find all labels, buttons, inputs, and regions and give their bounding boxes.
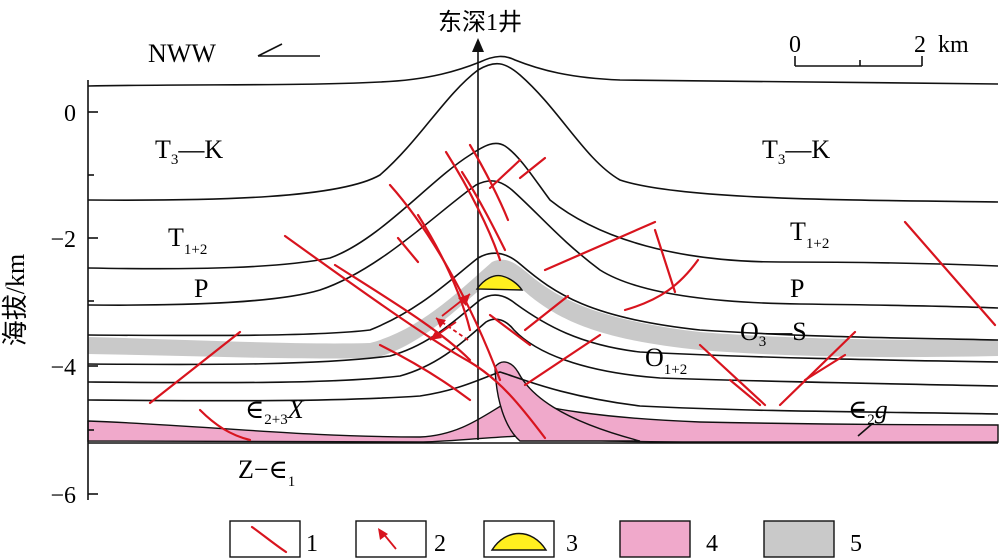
legend-num-2: 2 (434, 531, 446, 557)
horizon-t12-top (87, 142, 999, 270)
label-t3k-left: T3—K (155, 135, 223, 168)
legend-arrow-icon (378, 528, 388, 540)
label-e2g: ∈2g (848, 395, 888, 428)
yellow-gas-body (475, 274, 524, 291)
horizon-e-top (87, 371, 999, 415)
grey-marker-layer (88, 259, 998, 359)
label-t3k-right: T3—K (762, 135, 830, 168)
horizon-o3s-base (87, 294, 999, 366)
direction-arrow-icon (257, 43, 320, 57)
axis-label: 海拔/km (1, 254, 30, 346)
label-o12: O1+2 (645, 343, 687, 378)
legend-num-3: 3 (566, 531, 578, 557)
horizon-p-top (87, 180, 999, 309)
legend-box-1 (229, 520, 301, 558)
e2g-leader (857, 423, 873, 437)
scale-unit: km (938, 32, 969, 58)
well-arrow-icon (472, 38, 484, 52)
legend-box-4 (619, 520, 691, 558)
tick-minus-4: −4 (50, 355, 76, 381)
thrust-arrows (429, 293, 471, 341)
tick-minus-6: −6 (50, 483, 76, 509)
label-p-right: P (790, 274, 804, 303)
faults (148, 143, 997, 442)
legend: 1 2 3 4 5 (229, 520, 862, 558)
label-t12-right: T1+2 (790, 217, 829, 252)
legend-fault-symbol (250, 525, 288, 554)
scale-zero: 0 (789, 32, 801, 58)
tick-0: 0 (64, 101, 76, 127)
legend-num-5: 5 (850, 531, 862, 557)
direction-label: NWW (148, 39, 216, 68)
legend-num-1: 1 (306, 531, 318, 557)
depth-ticks (88, 111, 98, 495)
legend-dome-symbol (490, 533, 548, 551)
legend-box-5 (763, 520, 835, 558)
label-t12-left: T1+2 (168, 223, 207, 258)
legend-num-4: 4 (706, 531, 718, 557)
horizon-o12-base (87, 318, 999, 387)
label-p-left: P (194, 274, 208, 303)
legend-box-2 (355, 520, 427, 558)
horizon-t3k-top (87, 62, 999, 203)
label-e23x: ∈2+3X (245, 395, 305, 428)
scale-bar (794, 56, 923, 67)
well-label: 东深1井 (438, 9, 522, 36)
scale-two: 2 (914, 32, 926, 58)
horizon-p-base (87, 252, 999, 341)
label-ze1: Z−∈1 (238, 455, 295, 490)
topography (87, 55, 999, 87)
horizons (87, 55, 999, 444)
tick-minus-2: −2 (50, 227, 76, 253)
label-o3s: O3—S (740, 317, 807, 350)
